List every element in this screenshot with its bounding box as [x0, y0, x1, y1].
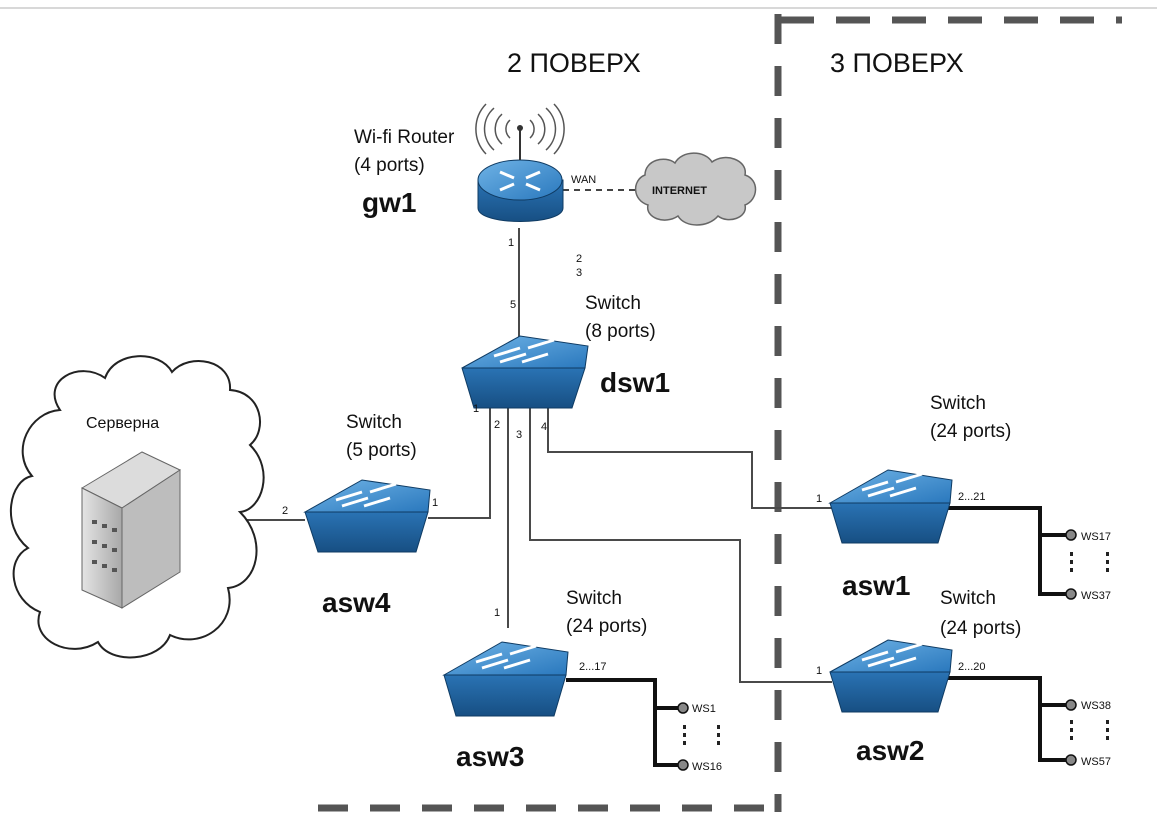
router-type-label: Wi-fi Router [354, 127, 455, 148]
asw4-type-label: Switch [346, 412, 402, 433]
ws-asw1-last: WS37 [1081, 590, 1111, 602]
asw3-ports-label: (24 ports) [566, 616, 647, 637]
ellipsis-dots [683, 552, 1109, 745]
asw4-name: asw4 [322, 587, 391, 618]
asw3-port-1: 1 [494, 607, 500, 619]
router-port-1: 1 [508, 237, 514, 249]
dsw1-port-4: 4 [541, 421, 547, 433]
switch-dsw1-icon [461, 335, 589, 409]
dsw1-port-3: 3 [516, 429, 522, 441]
link-dsw1-asw2 [529, 408, 832, 683]
dsw1-port-1: 1 [473, 403, 479, 415]
asw4-ports-label: (5 ports) [346, 440, 417, 461]
asw3-type-label: Switch [566, 588, 622, 609]
router-port-2: 2 [576, 253, 582, 265]
ws-asw2-last: WS57 [1081, 756, 1111, 768]
dsw1-port-5: 5 [510, 299, 516, 311]
floor-3-title: 3 ПОВЕРХ [830, 48, 964, 78]
switch-asw4-icon [303, 479, 431, 553]
dsw1-port-2: 2 [494, 419, 500, 431]
internet-label: INTERNET [652, 185, 707, 197]
asw1-port-1: 1 [816, 493, 822, 505]
switch-asw1-icon [828, 469, 953, 544]
workstation-nodes [677, 529, 1077, 771]
asw4-port-1: 1 [432, 497, 438, 509]
link-dsw1-asw1 [547, 408, 832, 509]
asw3-name: asw3 [456, 741, 525, 772]
router-gw1-icon [475, 103, 565, 222]
link-dsw1-asw4 [428, 408, 491, 519]
router-wan-label: WAN [571, 174, 596, 186]
switch-asw2-icon [829, 639, 953, 713]
dsw1-name: dsw1 [600, 367, 670, 398]
asw2-port-range: 2...20 [958, 661, 986, 673]
router-ports-label: (4 ports) [354, 155, 425, 176]
asw1-ports-label: (24 ports) [930, 421, 1011, 442]
ws-asw1-first: WS17 [1081, 531, 1111, 543]
router-port-3: 3 [576, 267, 582, 279]
dsw1-ports-label: (8 ports) [585, 321, 656, 342]
floor-2-title: 2 ПОВЕРХ [507, 48, 641, 78]
floor-divider [318, 14, 1122, 812]
asw4-port-2: 2 [282, 505, 288, 517]
ws-asw3-first: WS1 [692, 703, 716, 715]
internet-cloud: INTERNET [634, 152, 757, 226]
switch-asw3-icon [442, 641, 569, 717]
links [180, 228, 832, 683]
asw2-ports-label: (24 ports) [940, 618, 1021, 639]
asw1-name: asw1 [842, 570, 911, 601]
ws-links [566, 506, 1068, 767]
asw2-port-1: 1 [816, 665, 822, 677]
asw3-port-range: 2...17 [579, 661, 607, 673]
server-room-label: Серверна [86, 415, 159, 432]
ws-asw3-last: WS16 [692, 761, 722, 773]
asw1-port-range: 2...21 [958, 491, 986, 503]
router-name: gw1 [362, 187, 416, 218]
dsw1-type-label: Switch [585, 293, 641, 314]
asw2-type-label: Switch [940, 588, 996, 609]
asw2-name: asw2 [856, 735, 925, 766]
asw1-type-label: Switch [930, 393, 986, 414]
server-icon [80, 451, 182, 609]
ws-asw2-first: WS38 [1081, 700, 1111, 712]
